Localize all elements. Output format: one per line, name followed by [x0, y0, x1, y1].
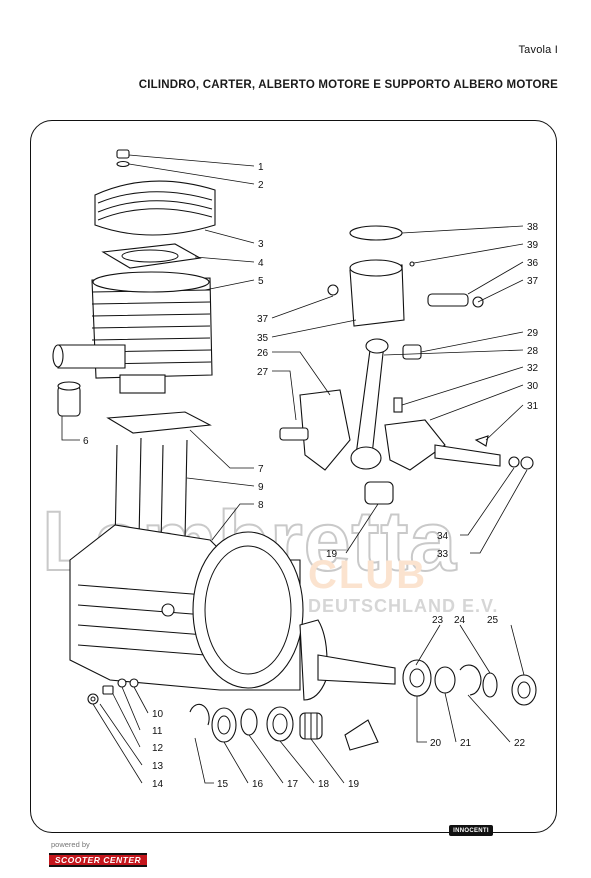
- callout-3: 3: [258, 239, 264, 250]
- part-spring-clip: [459, 664, 482, 696]
- piston-group: [279, 225, 534, 505]
- callout-24: 24: [454, 615, 466, 626]
- callout-20: 20: [430, 738, 442, 749]
- part-ball-bearing: [211, 707, 237, 743]
- callout-37-right: 37: [527, 276, 539, 287]
- innocenti-logo: INNOCENTI: [449, 825, 493, 836]
- callout-21: 21: [460, 738, 472, 749]
- watermark-club: CLUB: [308, 553, 427, 597]
- part-head-gasket: [101, 243, 202, 269]
- part-gudgeon-pin: [427, 293, 469, 307]
- part-spacer: [482, 672, 498, 698]
- callout-1: 1: [258, 162, 264, 173]
- callout-4: 4: [258, 258, 264, 269]
- leader-lines: [61, 154, 528, 784]
- callout-6: 6: [83, 436, 89, 447]
- callout-2: 2: [258, 180, 264, 191]
- bearing-row: [189, 703, 323, 743]
- callout-26: 26: [257, 348, 269, 359]
- callout-10: 10: [152, 709, 164, 720]
- part-nut: [116, 149, 130, 159]
- part-circlip: [189, 703, 210, 726]
- callout-30: 30: [527, 381, 539, 392]
- callout-38: 38: [527, 222, 539, 233]
- watermark-country: DEUTSCHLAND E.V.: [308, 596, 498, 616]
- callout-19-upper: 19: [326, 549, 338, 560]
- table-number: Tavola I: [518, 44, 558, 56]
- callout-27: 27: [257, 367, 269, 378]
- callout-34: 34: [437, 531, 449, 542]
- callout-33: 33: [437, 549, 449, 560]
- part-oil-seal: [240, 708, 258, 736]
- callout-16: 16: [252, 779, 264, 790]
- part-crank-web-right: [384, 419, 446, 471]
- part-nut-small: [117, 678, 127, 688]
- part-washer-right: [508, 456, 520, 468]
- callout-14: 14: [152, 779, 164, 790]
- part-end-bearing: [511, 674, 537, 706]
- callout-32: 32: [527, 363, 539, 374]
- part-circlip-left: [327, 284, 339, 296]
- part-intake-port: [57, 344, 126, 369]
- part-shaft: [317, 654, 396, 685]
- callout-29: 29: [527, 328, 539, 339]
- part-pin-clip: [409, 261, 415, 267]
- part-nut-right: [520, 456, 534, 470]
- callout-19-lower: 19: [348, 779, 360, 790]
- callout-37-left: 37: [257, 314, 269, 325]
- callout-12: 12: [152, 743, 164, 754]
- callout-23: 23: [432, 615, 444, 626]
- callout-31: 31: [527, 401, 539, 412]
- part-connecting-rod: [355, 343, 385, 456]
- part-bearing-ring: [266, 706, 294, 742]
- part-small-end-bearing: [402, 344, 422, 360]
- part-base-gasket: [106, 411, 212, 434]
- callout-11: 11: [152, 726, 163, 737]
- callout-labels: 1 2 3 4 5 6 7 9 8 10 11 12 13 14 15 16 1…: [83, 162, 539, 790]
- callout-18: 18: [318, 779, 330, 790]
- part-washer: [116, 160, 130, 168]
- crankcase-group: [69, 524, 304, 705]
- callout-7: 7: [258, 464, 264, 475]
- part-cylinder-head: [94, 180, 216, 236]
- callout-8: 8: [258, 500, 264, 511]
- cylinder-head-group: [52, 149, 216, 546]
- part-big-end-bearing: [364, 481, 394, 505]
- part-piston-ring: [349, 225, 403, 241]
- part-crank-lower: [344, 719, 379, 751]
- part-crankcase-housing: [192, 531, 304, 689]
- part-seal-ring: [434, 666, 456, 694]
- diagram-frame: [30, 120, 557, 833]
- part-main-bearing: [402, 659, 432, 697]
- callout-13: 13: [152, 761, 164, 772]
- callout-15: 15: [217, 779, 229, 790]
- part-key: [474, 435, 489, 447]
- callout-39: 39: [527, 240, 539, 251]
- callout-25: 25: [487, 615, 499, 626]
- part-crank-pin: [393, 397, 403, 413]
- scooter-center-logo[interactable]: SCOOTER CENTER: [49, 853, 147, 867]
- callout-9: 9: [258, 482, 264, 493]
- callout-28: 28: [527, 346, 539, 357]
- part-cylinder-base: [119, 374, 166, 394]
- page-title: CILINDRO, CARTER, ALBERTO MOTORE E SUPPO…: [138, 79, 558, 91]
- crankshaft-support-group: [299, 619, 537, 751]
- callout-35: 35: [257, 333, 269, 344]
- powered-by-label: powered by: [51, 840, 90, 849]
- part-crank-web-left: [299, 389, 351, 471]
- part-crank-shaft: [434, 444, 501, 467]
- callout-5: 5: [258, 276, 264, 287]
- callout-17: 17: [287, 779, 299, 790]
- callout-36: 36: [527, 258, 539, 269]
- callout-22: 22: [514, 738, 526, 749]
